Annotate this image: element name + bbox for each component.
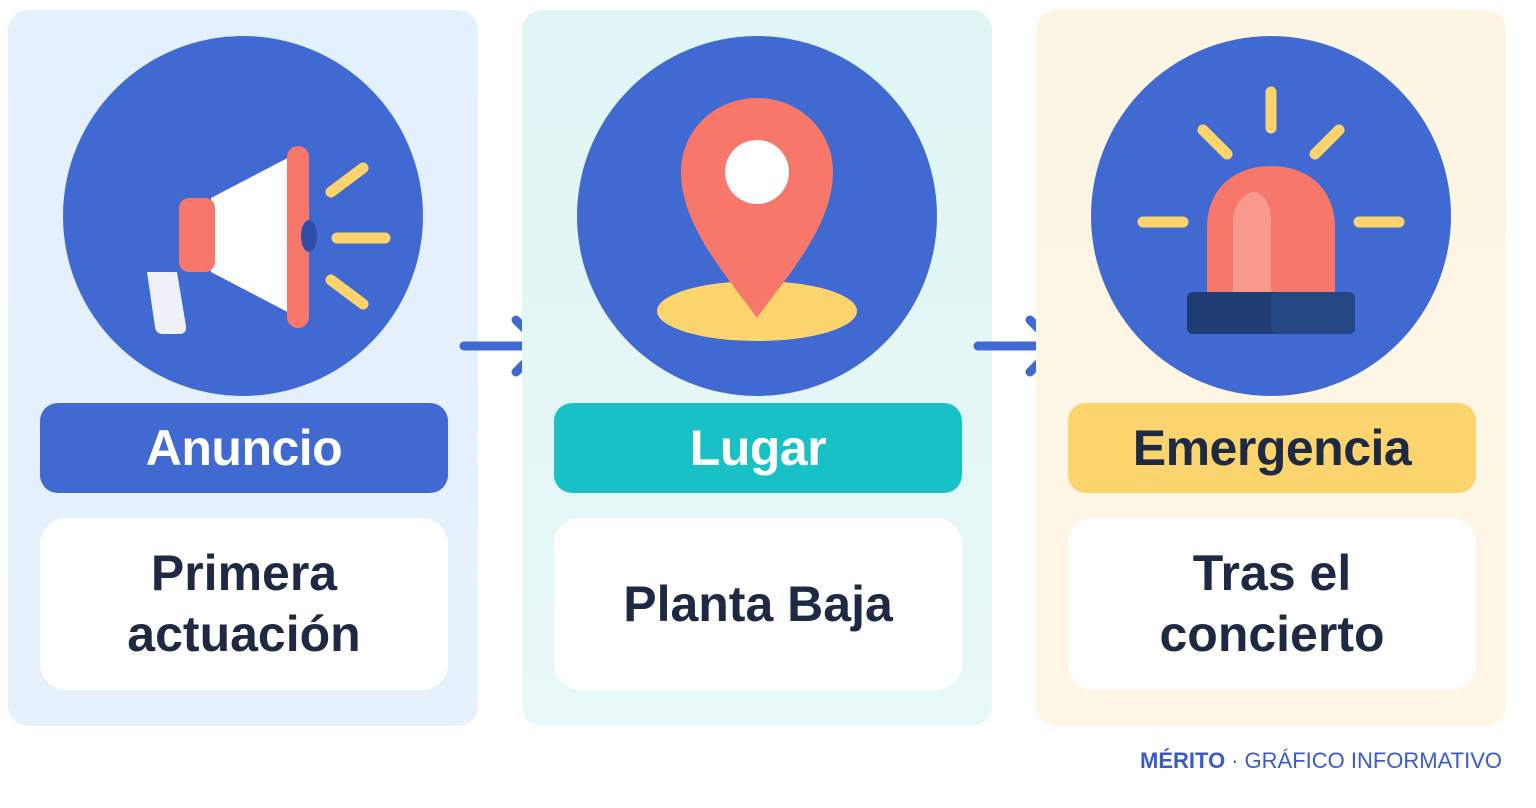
megaphone-icon: [147, 146, 391, 334]
step-tag: Emergencia: [1068, 403, 1476, 493]
footer-credit: MÉRITO·GRÁFICO INFORMATIVO: [1140, 748, 1502, 774]
footer-caption: GRÁFICO INFORMATIVO: [1244, 748, 1502, 773]
step-panel-emergencia: Emergencia Tras el concierto: [1036, 10, 1506, 726]
footer-brand: MÉRITO: [1140, 748, 1226, 773]
step-description: Tras el concierto: [1068, 518, 1476, 690]
step-tag: Lugar: [554, 403, 962, 493]
footer-separator: ·: [1231, 748, 1239, 773]
step-description: Planta Baja: [554, 518, 962, 690]
step-description: Primera actuación: [40, 518, 448, 690]
icon-circle: [63, 36, 423, 396]
step-panel-lugar: Lugar Planta Baja: [522, 10, 992, 726]
step-tag: Anuncio: [40, 403, 448, 493]
icon-circle: [1091, 36, 1451, 396]
icon-circle: [577, 36, 937, 396]
step-panel-anuncio: Anuncio Primera actuación: [8, 10, 478, 726]
map-pin-icon: [657, 98, 857, 341]
siren-icon: [1137, 86, 1405, 334]
